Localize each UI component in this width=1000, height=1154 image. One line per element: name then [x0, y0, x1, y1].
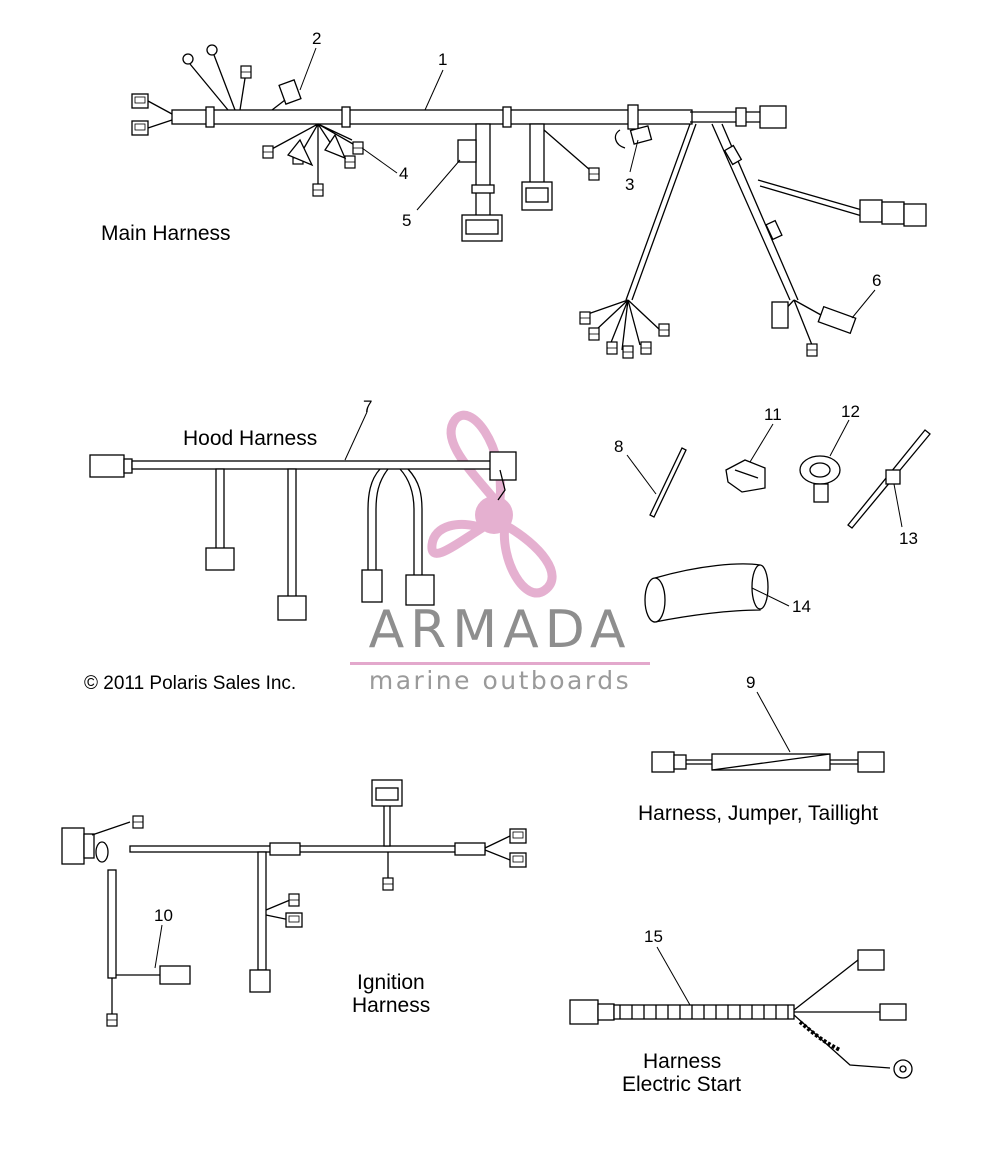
callout-10: 10 — [154, 906, 173, 925]
callout-8: 8 — [614, 437, 624, 456]
copyright-notice: © 2011 Polaris Sales Inc. — [84, 673, 297, 694]
title-hood-harness: Hood Harness — [183, 427, 318, 450]
callout-leaders — [154, 47, 903, 1006]
callout-6: 6 — [872, 271, 882, 290]
callout-4: 4 — [399, 164, 409, 183]
conduit-sleeve — [644, 563, 769, 623]
callout-13: 13 — [899, 529, 918, 548]
ignition-harness — [61, 779, 527, 1027]
electric-start-harness — [569, 949, 913, 1079]
callout-9: 9 — [746, 673, 756, 692]
callout-11: 11 — [764, 405, 782, 424]
callout-7: 7 — [363, 397, 373, 416]
callout-5: 5 — [402, 211, 412, 230]
title-estart-line1: Harness — [643, 1050, 722, 1073]
title-ignition-line1: Ignition — [357, 971, 425, 994]
watermark-brand: ARMADA — [368, 600, 632, 660]
title-jumper-harness: Harness, Jumper, Taillight — [638, 802, 879, 825]
callout-1: 1 — [438, 50, 448, 69]
callout-12: 12 — [841, 402, 860, 421]
callout-2: 2 — [312, 29, 322, 48]
title-estart-line2: Electric Start — [622, 1073, 742, 1096]
jumper-harness — [651, 751, 885, 773]
callout-15: 15 — [644, 927, 663, 946]
title-main-harness: Main Harness — [101, 222, 231, 245]
watermark-divider — [350, 662, 650, 665]
title-ignition-line2: Harness — [352, 994, 431, 1017]
small-parts — [649, 429, 931, 529]
propeller-logo-icon — [427, 410, 557, 598]
main-harness — [131, 44, 927, 359]
hood-harness — [89, 451, 517, 621]
watermark-tagline: marine outboards — [368, 666, 632, 695]
callout-3: 3 — [625, 175, 635, 194]
callout-14: 14 — [792, 597, 811, 616]
